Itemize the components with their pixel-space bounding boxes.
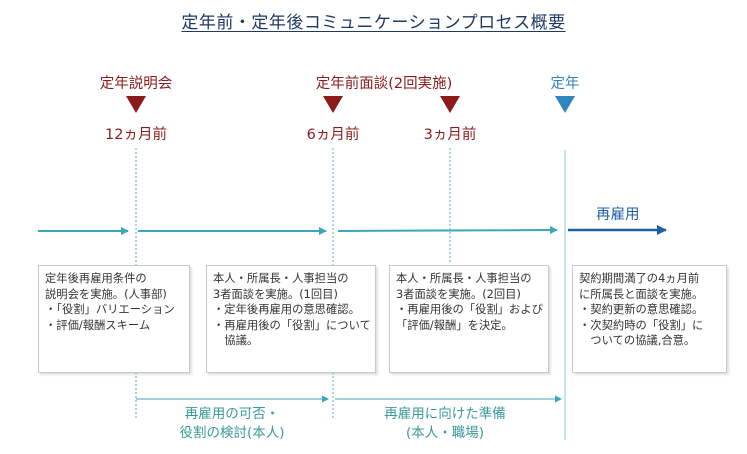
phase-line: 再雇用に向けた準備	[384, 406, 506, 422]
milestone-time-3-months: 3ヵ月前	[423, 127, 477, 143]
box-line: ・「役割」バリエーション	[45, 303, 175, 316]
box-line: 説明会を実施。(人事部)	[45, 287, 167, 301]
box-line: 契約期間満了の4ヵ月前	[579, 272, 700, 285]
box-line: 定年後再雇用条件の	[45, 272, 147, 285]
box-line: 本人・所属長・人事担当の	[213, 272, 349, 285]
phase-line: 再雇用の可否・	[184, 406, 280, 422]
box-line: 「評価/報酬」を決定。	[396, 318, 513, 332]
milestone-label-retirement: 定年	[550, 76, 580, 92]
box-line: ・再雇用後の「役割」について	[213, 318, 371, 332]
milestone-label-interviews: 定年前面談(2回実施)	[315, 76, 453, 92]
box-line: ・次契約時の「役割」に	[579, 318, 704, 332]
box-line: に所属長と面談を実施。	[579, 287, 704, 301]
box-line: 3者面談を実施。(2回目)	[396, 287, 521, 301]
page-title: 定年前・定年後コミュニケーションプロセス概要	[181, 13, 566, 33]
box-line: 協議。	[213, 334, 259, 347]
milestone-time-6-months: 6ヵ月前	[306, 127, 360, 143]
box-line: ・契約更新の意思確認。	[579, 303, 704, 316]
description-box-briefing: 定年後再雇用条件の 説明会を実施。(人事部) ・「役割」バリエーション ・評価/…	[38, 265, 190, 373]
milestone-marker-retirement	[555, 96, 575, 113]
box-line: ついての協議,合意。	[579, 334, 696, 347]
milestone-marker-interview-1	[323, 96, 343, 113]
box-line: ・再雇用後の「役割」および	[396, 303, 543, 316]
phase-line: 役割の検討(本人)	[179, 425, 285, 441]
phase-line: (本人・職場)	[405, 425, 485, 441]
description-box-contract-renewal: 契約期間満了の4ヵ月前 に所属長と面談を実施。 ・契約更新の意思確認。 ・次契約…	[572, 265, 727, 373]
box-line: ・評価/報酬スキーム	[45, 318, 151, 332]
box-line: 本人・所属長・人事担当の	[396, 272, 532, 285]
milestone-marker-interview-2	[440, 96, 460, 113]
description-box-interview-2: 本人・所属長・人事担当の 3者面談を実施。(2回目) ・再雇用後の「役割」および…	[389, 265, 549, 373]
description-box-interview-1: 本人・所属長・人事担当の 3者面談を実施。(1回目) ・定年後再雇用の意思確認。…	[206, 265, 376, 373]
milestone-label-briefing: 定年説明会	[99, 76, 173, 92]
milestone-marker-briefing	[126, 96, 146, 113]
phase-label-consideration: 再雇用の可否・ 役割の検討(本人)	[152, 405, 312, 443]
timeline-arrow-3	[337, 226, 558, 235]
box-line: 3者面談を実施。(1回目)	[213, 287, 338, 301]
post-retirement-label: 再雇用	[596, 207, 640, 223]
milestone-time-12-months: 12ヵ月前	[105, 127, 167, 143]
box-line: ・定年後再雇用の意思確認。	[213, 303, 360, 316]
phase-label-preparation: 再雇用に向けた準備 (本人・職場)	[360, 405, 530, 443]
